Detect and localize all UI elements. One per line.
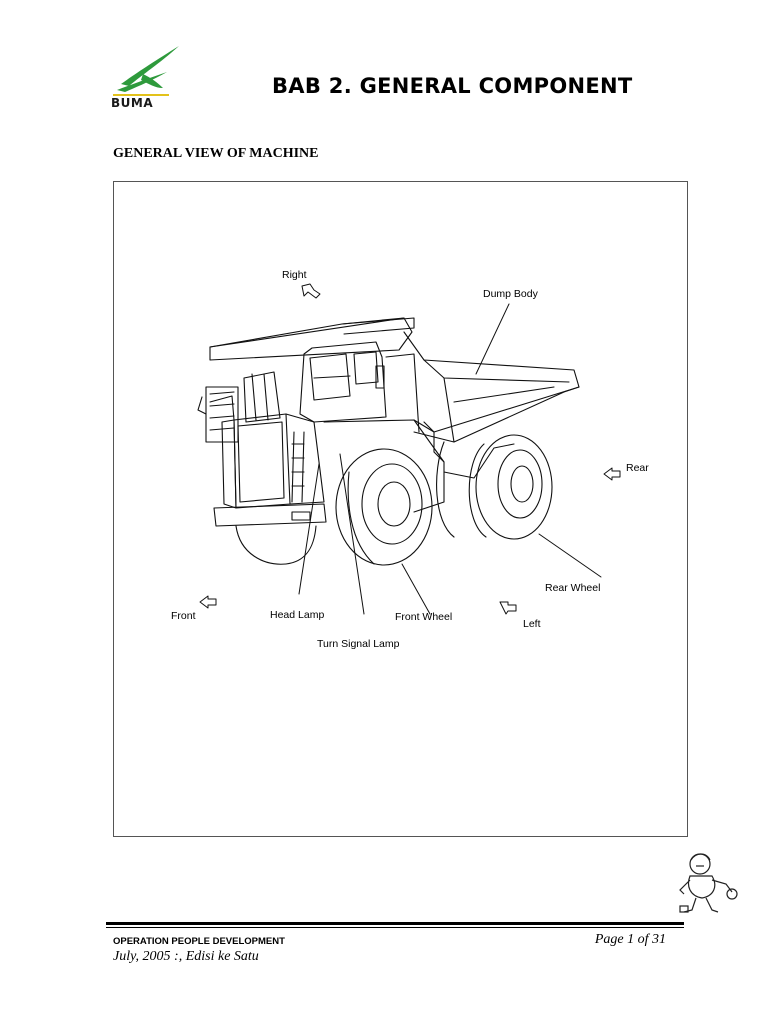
label-front-wheel: Front Wheel [395,611,453,623]
dump-body-shape [209,317,580,443]
footer-rule [106,922,684,925]
label-turn-signal-lamp: Turn Signal Lamp [317,638,400,650]
mascot-illustration [676,850,742,918]
page-number: Page 1 of 31 [594,932,666,947]
label-rear: Rear [626,462,649,474]
label-rear-wheel: Rear Wheel [545,582,601,594]
footer-department: OPERATION PEOPLE DEVELOPMENT [113,936,285,947]
chapter-title: BAB 2. GENERAL COMPONENT [272,74,633,98]
front-grille-shape [205,371,325,509]
callout-leaders [298,303,602,615]
cab-shape [299,341,420,433]
label-right: Right [282,269,307,281]
section-title: GENERAL VIEW OF MACHINE [113,146,319,161]
machine-figure: Right Dump Body Rear Rear Wheel Front He… [113,181,688,837]
footer-rule-thin [106,927,684,928]
direction-arrows [199,283,621,615]
label-dump-body: Dump Body [483,288,538,300]
mascot-icon [679,853,738,913]
front-wheel-shape [335,448,433,566]
label-head-lamp: Head Lamp [270,609,325,621]
label-front: Front [171,610,196,622]
dump-truck-drawing [197,283,621,615]
footer-edition: July, 2005 :, Edisi ke Satu [113,949,259,964]
buma-logo-mark-icon [113,46,179,96]
label-left: Left [523,618,541,630]
rear-wheel-shape [436,434,553,540]
logo-text: BUMA [111,96,154,110]
buma-logo: BUMA [111,44,185,116]
